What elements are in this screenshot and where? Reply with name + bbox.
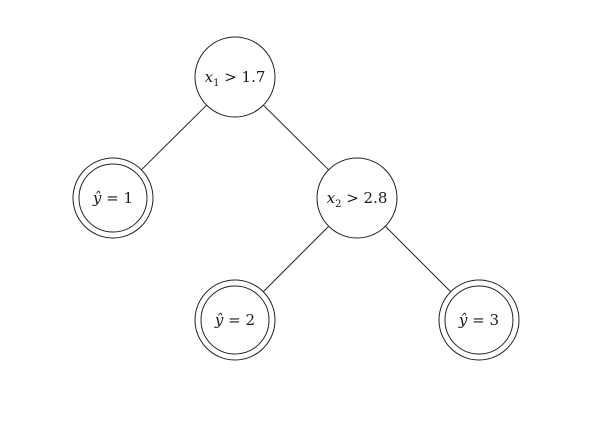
- node-label-condition: > 2.8: [341, 189, 387, 207]
- leaf-node-l1: ŷ = 1: [72, 157, 154, 239]
- node-label-condition: = 3: [467, 311, 499, 329]
- node-label: ŷ = 1: [92, 189, 133, 207]
- node-label-variable: ŷ: [458, 311, 468, 329]
- node-label: x2 > 2.8: [327, 189, 388, 210]
- node-label-subscript: 2: [335, 199, 341, 210]
- leaf-node-l3: ŷ = 3: [438, 279, 520, 361]
- node-inner-circle: [444, 285, 514, 355]
- node-label: x1 > 1.7: [205, 68, 266, 89]
- node-label-subscript: 1: [213, 78, 219, 89]
- edge-n2-l3: [384, 225, 452, 293]
- node-inner-circle: [78, 163, 148, 233]
- node-label-variable: x: [205, 68, 214, 86]
- node-inner-circle: [200, 285, 270, 355]
- node-circle: [194, 36, 276, 118]
- tree-edges: [141, 104, 452, 293]
- node-label-variable: ŷ: [214, 311, 224, 329]
- node-label: ŷ = 2: [214, 311, 255, 329]
- node-circle: [316, 157, 398, 239]
- node-label-condition: = 1: [101, 189, 133, 207]
- split-node-n2: x2 > 2.8: [316, 157, 398, 239]
- leaf-node-l2: ŷ = 2: [194, 279, 276, 361]
- node-label-variable: x: [327, 189, 336, 207]
- node-label-condition: = 2: [223, 311, 255, 329]
- node-label: ŷ = 3: [458, 311, 499, 329]
- split-node-n1: x1 > 1.7: [194, 36, 276, 118]
- node-label-condition: > 1.7: [219, 68, 265, 86]
- edge-n2-l2: [262, 225, 330, 293]
- edge-n1-n2: [263, 104, 329, 171]
- edge-n1-l1: [141, 104, 207, 171]
- node-label-variable: ŷ: [92, 189, 102, 207]
